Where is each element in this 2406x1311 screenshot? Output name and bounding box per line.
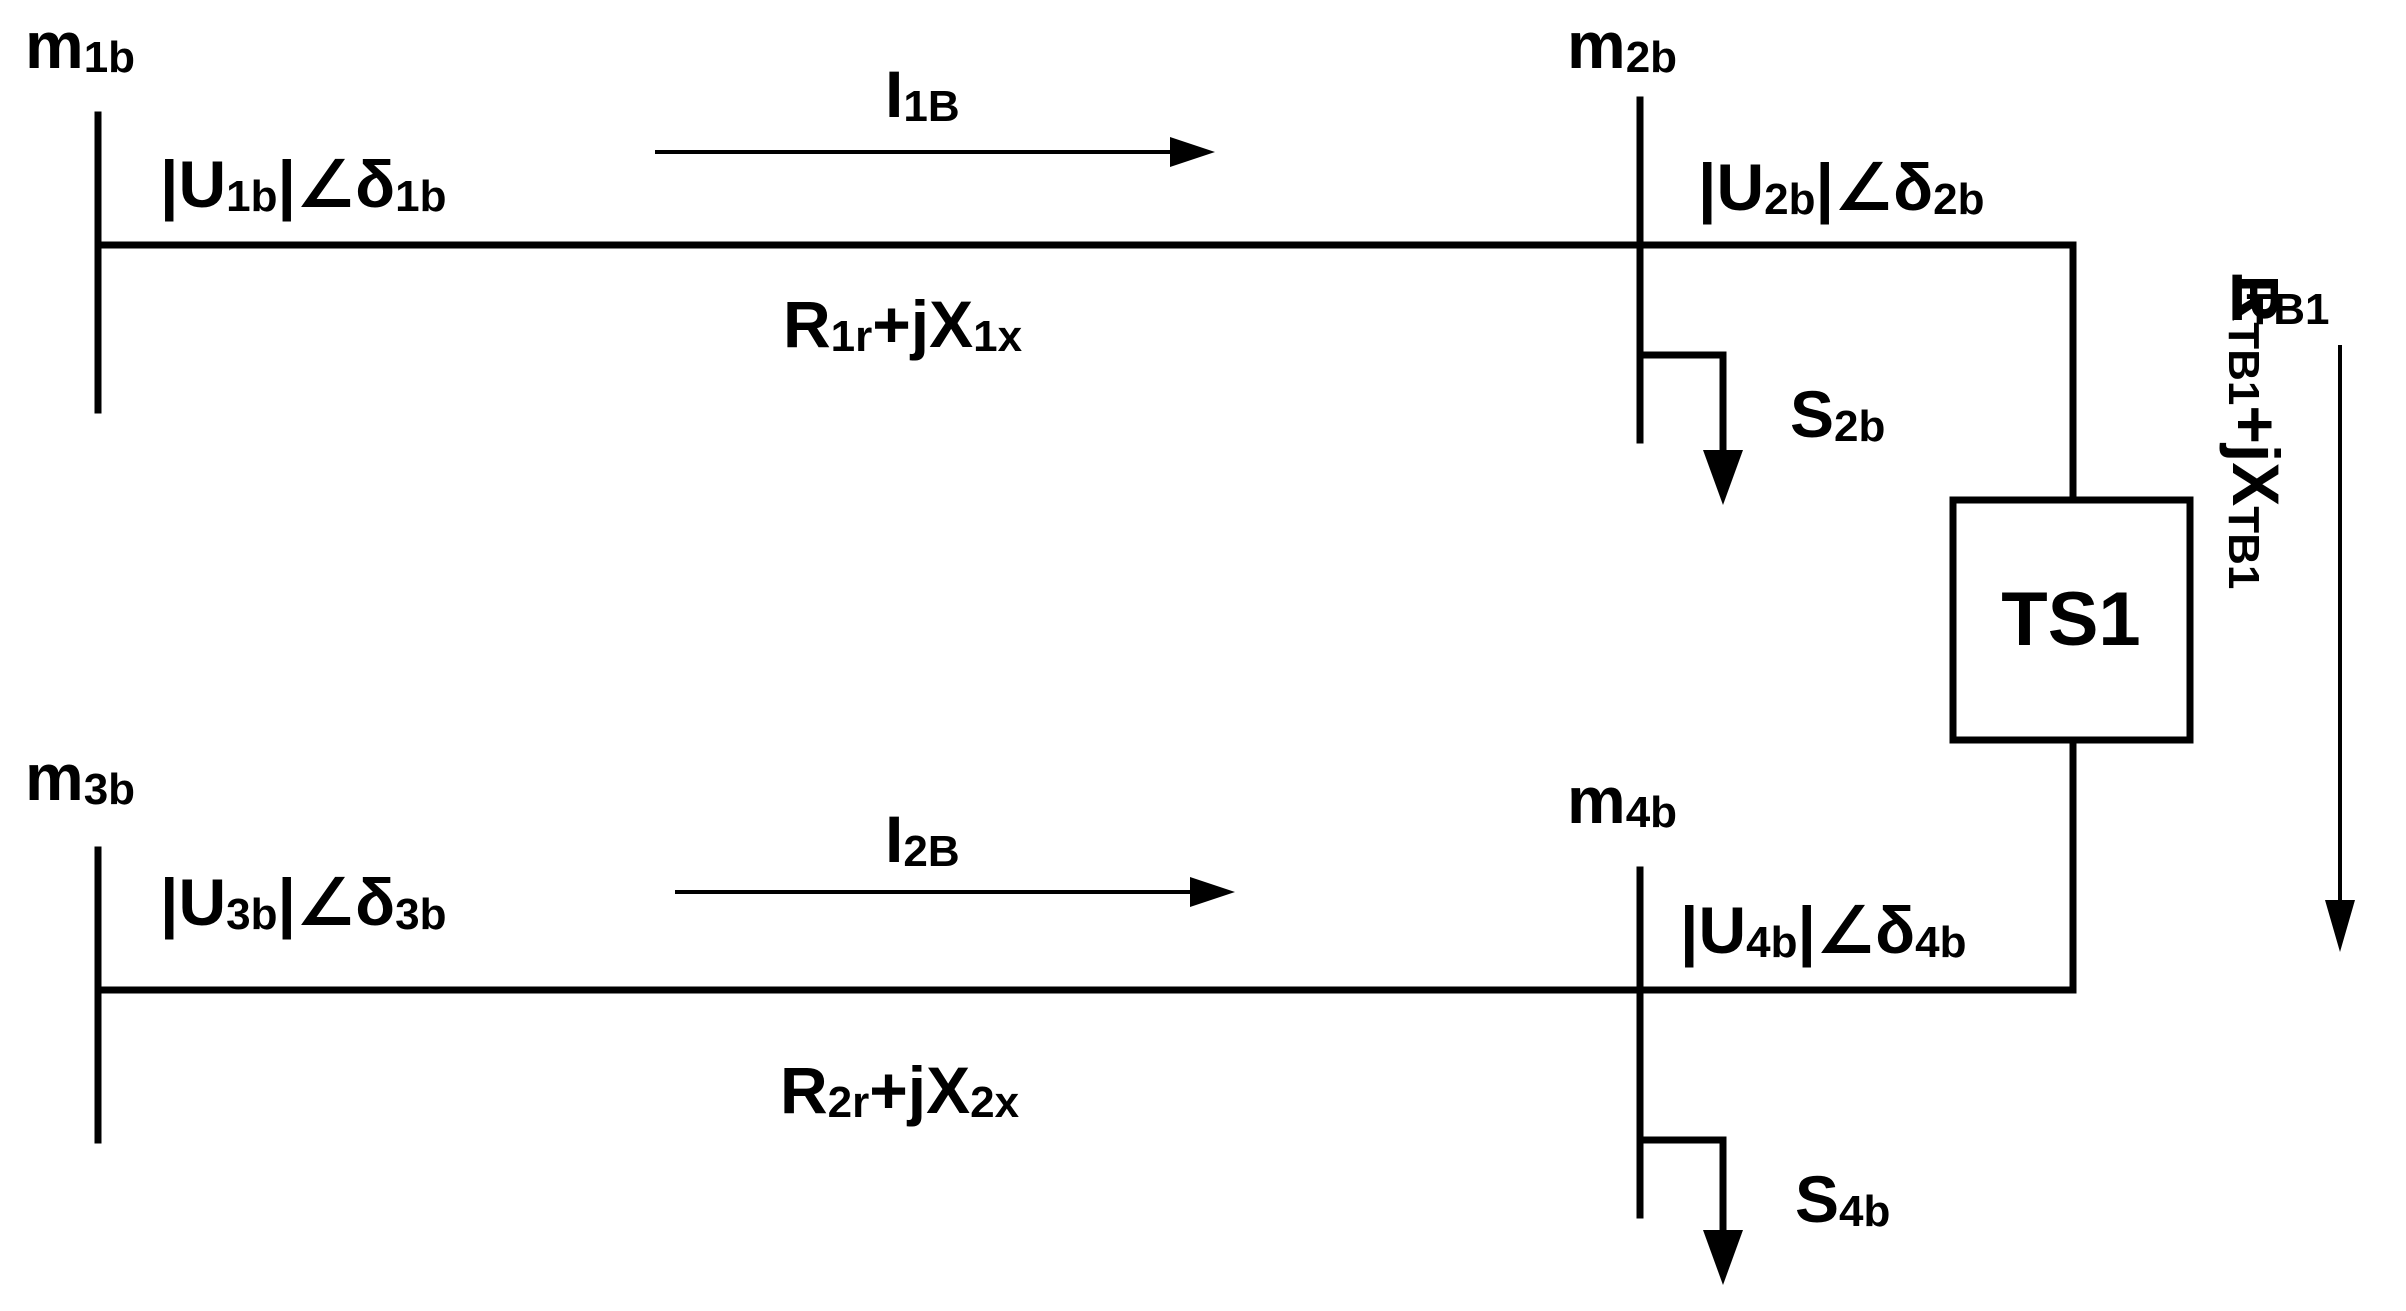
voltage-label-u2b: |U2b|∠δ2b xyxy=(1698,150,1985,226)
load-s4b-lead xyxy=(1636,1136,1727,1239)
voltage-label-u4b: |U4b|∠δ4b xyxy=(1680,893,1967,969)
bus-label-m1b: m1b xyxy=(25,8,135,82)
current-label-i1b: I1B xyxy=(885,57,960,131)
impedance-label-line1: R1r+jX1x xyxy=(783,287,1023,361)
current-arrowhead-i1b xyxy=(1170,137,1215,167)
transformer-ts1-box xyxy=(1949,496,2194,744)
load-label-s2b: S2b xyxy=(1790,377,1885,451)
load-s2b-arrow xyxy=(1703,450,1743,505)
load-s2b-lead xyxy=(1636,351,1727,459)
voltage-label-u1b: |U1b|∠δ1b xyxy=(160,147,447,223)
voltage-label-u3b: |U3b|∠δ3b xyxy=(160,865,447,941)
bus-label-m4b: m4b xyxy=(1567,763,1677,837)
load-s4b-arrow xyxy=(1703,1230,1743,1285)
load-label-s4b: S4b xyxy=(1795,1162,1890,1236)
impedance-label-transformer: RTB1+jXTB1 xyxy=(2219,275,2293,590)
current-label-itb1: ITB1 xyxy=(2228,260,2329,334)
current-arrowhead-i2b xyxy=(1190,877,1235,907)
current-arrowhead-itb1 xyxy=(2325,900,2355,952)
transformer-ts1-label: TS1 xyxy=(2001,577,2140,662)
bus-label-m3b: m3b xyxy=(25,740,135,814)
impedance-label-line2: R2r+jX2x xyxy=(780,1053,1020,1127)
bus-label-m2b: m2b xyxy=(1567,8,1677,82)
current-label-i2b: I2B xyxy=(885,802,960,876)
